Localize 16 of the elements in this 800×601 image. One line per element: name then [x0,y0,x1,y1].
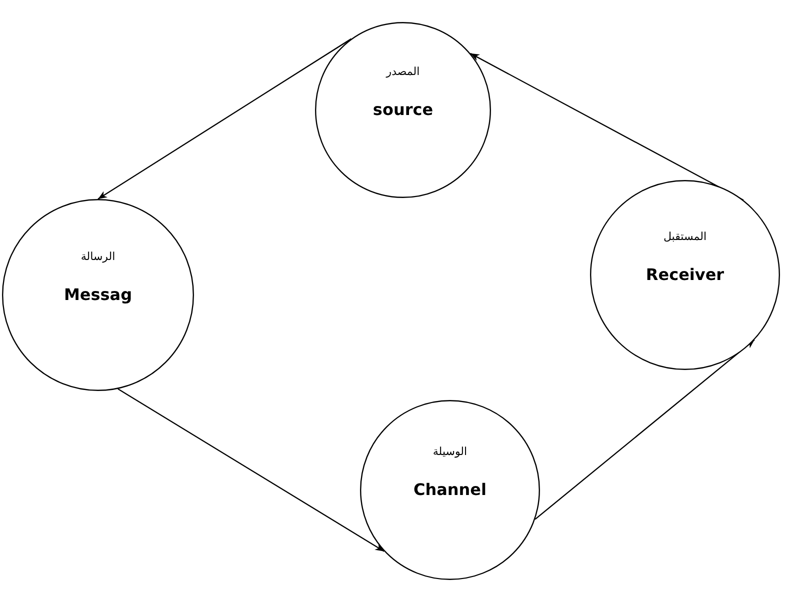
arrow [118,388,384,552]
arabic-label: الوسيلة [432,445,468,458]
node-label: source [372,100,434,119]
arabic-label: المستقبل [663,230,707,243]
node-label: Receiver [646,265,724,284]
circle-node [315,22,491,198]
arrow [534,339,755,520]
arrow [470,52,744,201]
arabic-label: المصدر [386,65,420,78]
arabic-label: الرسالة [80,250,116,263]
circle-node [2,199,194,391]
arrow [98,38,352,200]
node-label: Messag [64,285,132,304]
circle-node [360,400,540,580]
node-label: Channel [413,480,487,499]
circle-node [590,180,780,370]
